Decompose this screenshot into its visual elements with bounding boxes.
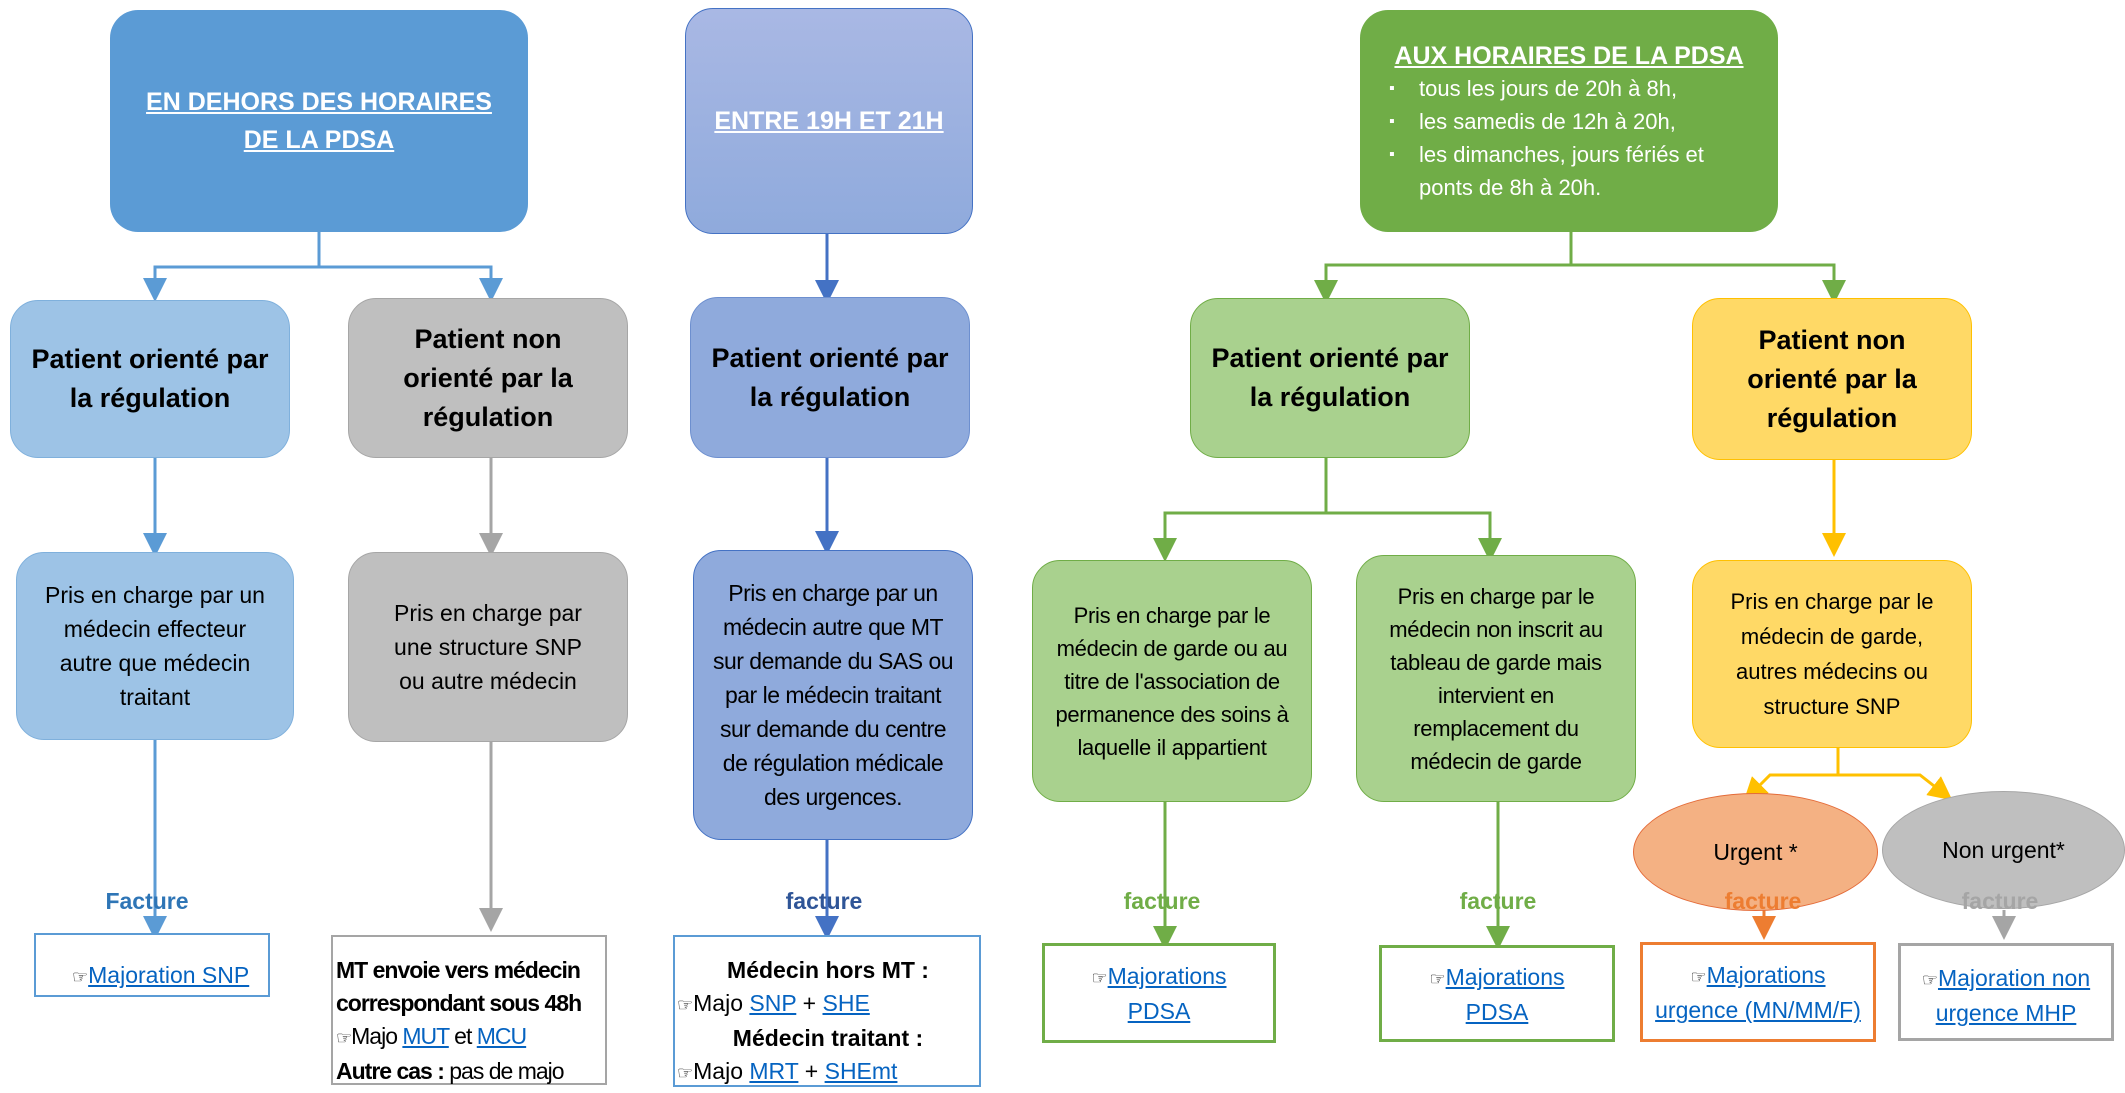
node-patient-oriente-pdsa: Patient orienté par la régulation (1190, 298, 1470, 458)
outcome-majorations-urgence: ☞Majorations urgence (MN/MM/F) (1640, 942, 1876, 1042)
node-text: Pris en charge par le médecin de garde o… (1055, 602, 1289, 760)
link-majorations-pdsa[interactable]: Majorations PDSA (1107, 963, 1227, 1024)
outcome-title-2: Médecin traitant : (732, 1025, 924, 1051)
facture-label: facture (785, 888, 863, 914)
facture-label: Facture (105, 888, 189, 914)
header-text: AUX HORAIRES DE LA PDSA (1394, 42, 1744, 70)
node-text: Pris en charge par le médecin non inscri… (1389, 583, 1603, 774)
outcome-mt-correspondant: MT envoie vers médecin correspondant sou… (331, 935, 607, 1085)
ellipse-urgent: Urgent * (1633, 793, 1878, 911)
autre-cas-text: pas de majo (443, 1058, 564, 1084)
pointing-hand-icon: ☞ (72, 967, 89, 987)
node-label: Patient non orienté par la régulation (403, 323, 573, 432)
link-shemt[interactable]: SHEmt (824, 1058, 898, 1084)
pdsa-hours-list: tous les jours de 20h à 8h, les samedis … (1389, 72, 1749, 204)
node-pris-medecin-de-garde: Pris en charge par le médecin de garde o… (1032, 560, 1312, 802)
node-patient-non-oriente: Patient non orienté par la régulation (348, 298, 628, 458)
header-hors-pdsa: EN DEHORS DES HORAIRES DE LA PDSA (110, 10, 528, 232)
node-patient-oriente: Patient orienté par la régulation (10, 300, 290, 458)
header-aux-horaires-pdsa: AUX HORAIRES DE LA PDSA tous les jours d… (1360, 10, 1778, 232)
link-she[interactable]: SHE (822, 990, 870, 1016)
pointing-hand-icon: ☞ (677, 995, 694, 1015)
link-mcu[interactable]: MCU (476, 1023, 527, 1049)
ellipse-non-urgent: Non urgent* (1882, 791, 2125, 909)
pointing-hand-icon: ☞ (1690, 967, 1707, 987)
link-snp[interactable]: SNP (749, 990, 797, 1016)
facture-label: facture (1961, 888, 2039, 914)
link-majorations-urgence[interactable]: Majorations urgence (MN/MM/F) (1655, 962, 1861, 1023)
majo-prefix: Majo (351, 1023, 403, 1049)
pdsa-hours-item: les dimanches, jours fériés et ponts de … (1389, 138, 1749, 204)
node-pris-en-charge-effecteur: Pris en charge par un médecin effecteur … (16, 552, 294, 740)
link-majoration-non-urgence[interactable]: Majoration non urgence MHP (1935, 965, 2091, 1026)
outcome-line-3: Autre cas : pas de majo (336, 1055, 605, 1088)
node-patient-oriente-19h: Patient orienté par la régulation (690, 297, 970, 458)
majo-prefix: Majo (693, 1058, 750, 1084)
header-line-2: DE LA PDSA (243, 126, 395, 154)
pointing-hand-icon: ☞ (1091, 968, 1108, 988)
outcome-majorations-pdsa-right: ☞Majorations PDSA (1379, 945, 1615, 1042)
node-text: Pris en charge par un médecin autre que … (712, 580, 954, 810)
pdsa-hours-item: tous les jours de 20h à 8h, (1389, 72, 1749, 105)
outcome-majoration-snp: ☞Majoration SNP (34, 933, 270, 997)
node-label: Patient orienté par la régulation (711, 342, 949, 412)
node-pris-en-charge-structure: Pris en charge par une structure SNP ou … (348, 552, 628, 742)
plus-sign: + (798, 1058, 825, 1084)
pdsa-hours-item: les samedis de 12h à 20h, (1389, 105, 1749, 138)
outcome-line-4: ☞Majo MRT + SHEmt (677, 1055, 979, 1090)
node-label: Patient orienté par la régulation (31, 344, 269, 413)
facture-label: facture (1724, 888, 1802, 914)
node-pris-medecin-non-inscrit: Pris en charge par le médecin non inscri… (1356, 555, 1636, 802)
plus-sign: + (796, 990, 823, 1016)
pointing-hand-icon: ☞ (336, 1028, 352, 1048)
link-majoration-snp[interactable]: Majoration SNP (88, 962, 250, 988)
pointing-hand-icon: ☞ (1921, 970, 1938, 990)
node-text: Pris en charge par une structure SNP ou … (394, 600, 582, 694)
header-19h-21h: ENTRE 19H ET 21H (685, 8, 973, 234)
header-line-1: EN DEHORS DES HORAIRES (146, 88, 492, 116)
node-pris-en-charge-sas: Pris en charge par un médecin autre que … (693, 550, 973, 840)
node-label: Patient orienté par la régulation (1211, 343, 1449, 412)
pointing-hand-icon: ☞ (677, 1063, 694, 1083)
outcome-line-1: MT envoie vers médecin correspondant sou… (336, 957, 582, 1016)
facture-label: facture (1459, 888, 1537, 914)
node-pris-garde-snp: Pris en charge par le médecin de garde, … (1692, 560, 1972, 748)
link-majorations-pdsa[interactable]: Majorations PDSA (1445, 964, 1565, 1025)
link-mrt[interactable]: MRT (749, 1058, 799, 1084)
node-label: Patient non orienté par la régulation (1747, 324, 1917, 433)
pointing-hand-icon: ☞ (1429, 969, 1446, 989)
outcome-majorations-pdsa-left: ☞Majorations PDSA (1042, 943, 1276, 1043)
link-mut[interactable]: MUT (402, 1023, 449, 1049)
autre-cas-label: Autre cas : (336, 1058, 445, 1084)
header-text: ENTRE 19H ET 21H (714, 107, 944, 135)
facture-label: facture (1123, 888, 1201, 914)
node-text: Pris en charge par un médecin effecteur … (45, 582, 265, 710)
outcome-line-2: ☞Majo MUT et MCU (336, 1020, 605, 1055)
outcome-medecin-hors-mt: Médecin hors MT : ☞Majo SNP + SHE Médeci… (673, 935, 981, 1087)
outcome-line-2: ☞Majo SNP + SHE (677, 987, 979, 1022)
outcome-title-1: Médecin hors MT : (727, 957, 929, 983)
majo-prefix: Majo (693, 990, 750, 1016)
node-patient-non-oriente-pdsa: Patient non orienté par la régulation (1692, 298, 1972, 460)
node-text: Pris en charge par le médecin de garde, … (1730, 589, 1934, 719)
connector-et: et (448, 1023, 477, 1049)
outcome-majoration-non-urgence: ☞Majoration non urgence MHP (1898, 943, 2114, 1041)
